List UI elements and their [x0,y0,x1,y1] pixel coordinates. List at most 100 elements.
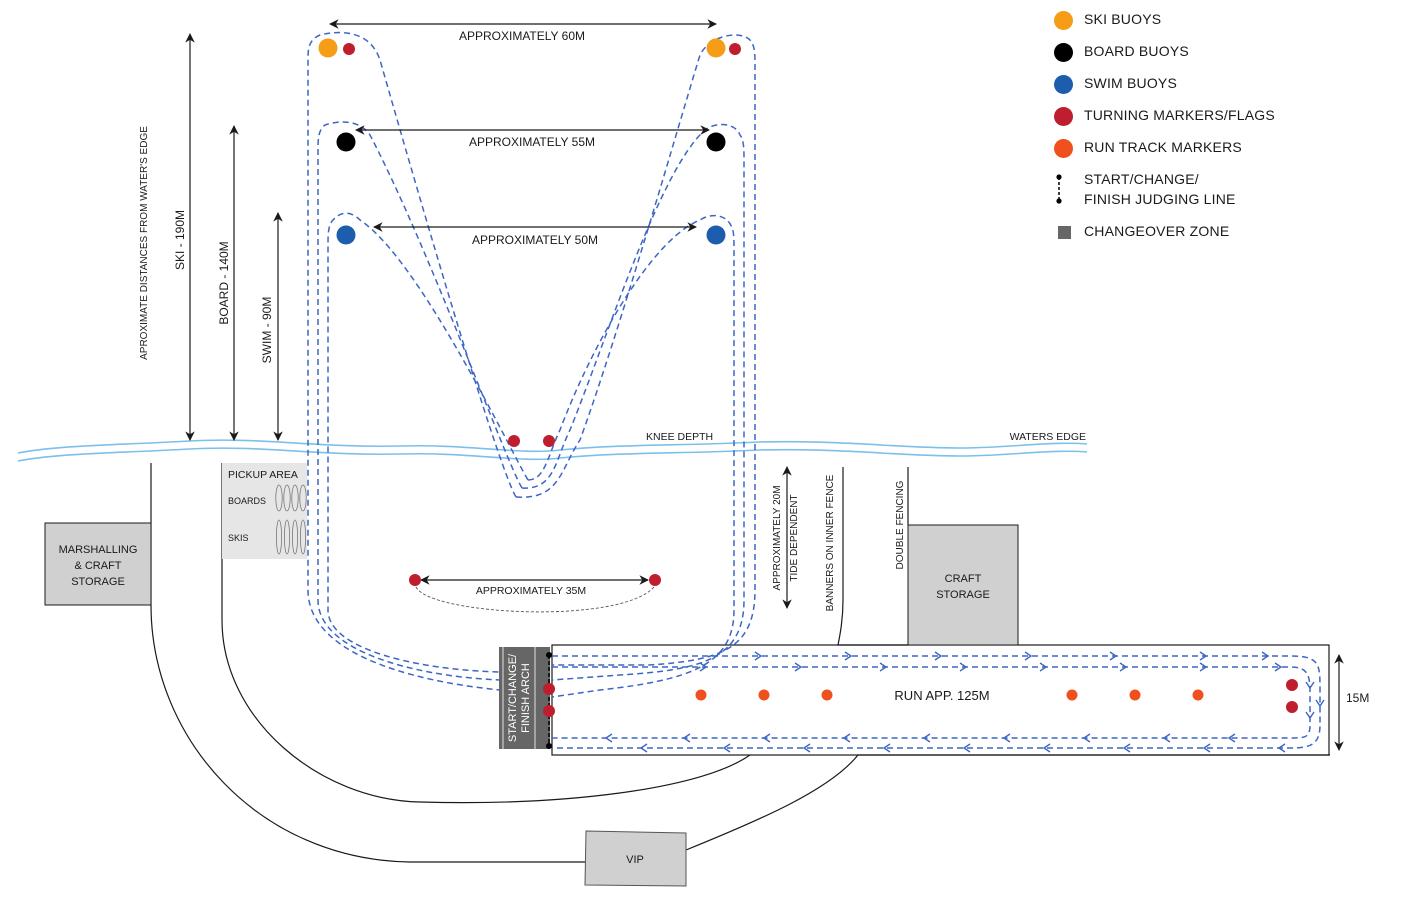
swim-buoy-left [336,225,356,245]
board-craft-icons [275,484,307,512]
marshalling-label-1: MARSHALLING [59,544,138,556]
marshalling-area [44,522,152,606]
legend-label: START/CHANGE/ [1084,171,1199,187]
swim-buoy-icon [1054,74,1073,94]
tide-label-1: APPROXIMATELY 20M [772,485,783,590]
legend-item-changeover: CHANGEOVER ZONE [1054,221,1394,253]
run-marker [695,689,707,701]
waters-edge-label: WATERS EDGE [1010,431,1086,443]
turning-marker [543,435,555,447]
judging-line-icon [1056,174,1062,204]
ski-buoys [318,38,726,58]
run-outer-loop [552,655,1321,749]
run-marker [1192,689,1204,701]
legend-label: SKI BUOYS [1084,11,1162,27]
ski-depth-label: SKI - 190M [173,210,187,270]
swim-width-label: APPROXIMATELY 50M [472,233,598,247]
beach-turn-label: APPROXIMATELY 35M [476,585,586,597]
marshalling-label-2: & CRAFT [74,560,121,572]
turning-marker [343,43,355,55]
turning-marker [649,574,661,586]
swim-course-right [527,214,735,698]
changeover-zone-icon [1058,225,1071,239]
legend-label: RUN TRACK MARKERS [1084,139,1242,155]
run-marker [1066,689,1078,701]
board-width-label: APPROXIMATELY 55M [469,135,595,149]
legend-item-ski: SKI BUOYS [1054,9,1394,41]
pickup-boards-label: BOARDS [228,496,266,506]
marshalling-label-3: STORAGE [71,576,125,588]
turning-markers [343,43,1298,717]
turning-marker [543,705,555,717]
finish-arch [499,647,550,749]
turning-marker-icon [1054,106,1073,126]
legend-label: TURNING MARKERS/FLAGS [1084,107,1275,123]
legend-item-turning: TURNING MARKERS/FLAGS [1054,105,1394,137]
run-direction-chevrons [604,651,1325,753]
arch-label-2: FINISH ARCH [520,663,532,733]
ski-buoy-left [318,38,338,58]
turning-marker [543,683,555,695]
turning-marker [508,435,520,447]
run-marker-icon [1054,138,1073,158]
turning-marker [409,574,421,586]
run-track-markers [695,689,1204,701]
depth-heading: APROXIMATE DISTANCES FROM WATER'S EDGE [139,126,150,360]
run-length-label: RUN APP. 125M [894,688,989,703]
board-depth-label: BOARD - 140M [217,241,231,324]
swim-buoy-right [706,225,726,245]
legend-label: FINISH JUDGING LINE [1084,191,1236,207]
width-arrows [329,19,1344,751]
ski-buoy-icon [1054,10,1073,30]
outer-fence-left [150,463,587,863]
craft-storage-label-2: STORAGE [936,589,990,601]
vip-fence-right [685,754,1330,851]
swim-depth-label: SWIM - 90M [260,297,274,364]
water-edge [17,439,1088,462]
turning-marker [729,43,741,55]
vip-label: VIP [626,854,644,866]
legend-label: SWIM BUOYS [1084,75,1178,91]
run-marker [758,689,770,701]
ski-buoy-right [706,38,726,58]
depth-arrows [185,33,283,441]
board-buoys [336,132,726,152]
run-width-label: 15M [1346,691,1369,705]
pickup-skis-label: SKIS [228,533,249,543]
turning-marker [1286,701,1298,713]
board-buoy-right [706,132,726,152]
craft-storage-label-1: CRAFT [945,573,982,585]
course-paths [307,31,1321,749]
legend-item-swim: SWIM BUOYS [1054,73,1394,105]
turning-marker [1286,679,1298,691]
pickup-title: PICKUP AREA [228,469,298,481]
banners-label: BANNERS ON INNER FENCE [825,474,836,611]
double-fencing-label: DOUBLE FENCING [895,480,906,569]
board-course-right [521,123,745,681]
swim-buoys [336,225,726,245]
run-inner-loop [552,666,1311,739]
arch-label-1: START/CHANGE/ [507,653,519,742]
board-course-left [317,121,548,681]
legend-label: CHANGEOVER ZONE [1084,223,1230,239]
board-buoy-left [336,132,356,152]
vip-area [584,830,687,887]
run-marker [1129,689,1141,701]
craft-storage-area [907,524,1019,646]
legend-item-board: BOARD BUOYS [1054,41,1394,73]
legend-item-run: RUN TRACK MARKERS [1054,137,1394,169]
ski-craft-icons [275,519,306,555]
board-buoy-icon [1054,42,1073,62]
legend: SKI BUOYS BOARD BUOYS SWIM BUOYS TURNING… [1054,9,1394,253]
swim-course-left [327,212,548,673]
knee-depth-label: KNEE DEPTH [646,431,713,443]
fence-lines [150,463,1330,863]
legend-item-judging: START/CHANGE/ FINISH JUDGING LINE [1054,169,1394,221]
ski-course-right [515,34,756,666]
legend-label: BOARD BUOYS [1084,43,1189,59]
ski-width-label: APPROXIMATELY 60M [459,29,585,43]
inner-fence-left [221,463,751,804]
tide-label-2: TIDE DEPENDENT [789,494,800,581]
beach-turn-path [415,586,655,613]
